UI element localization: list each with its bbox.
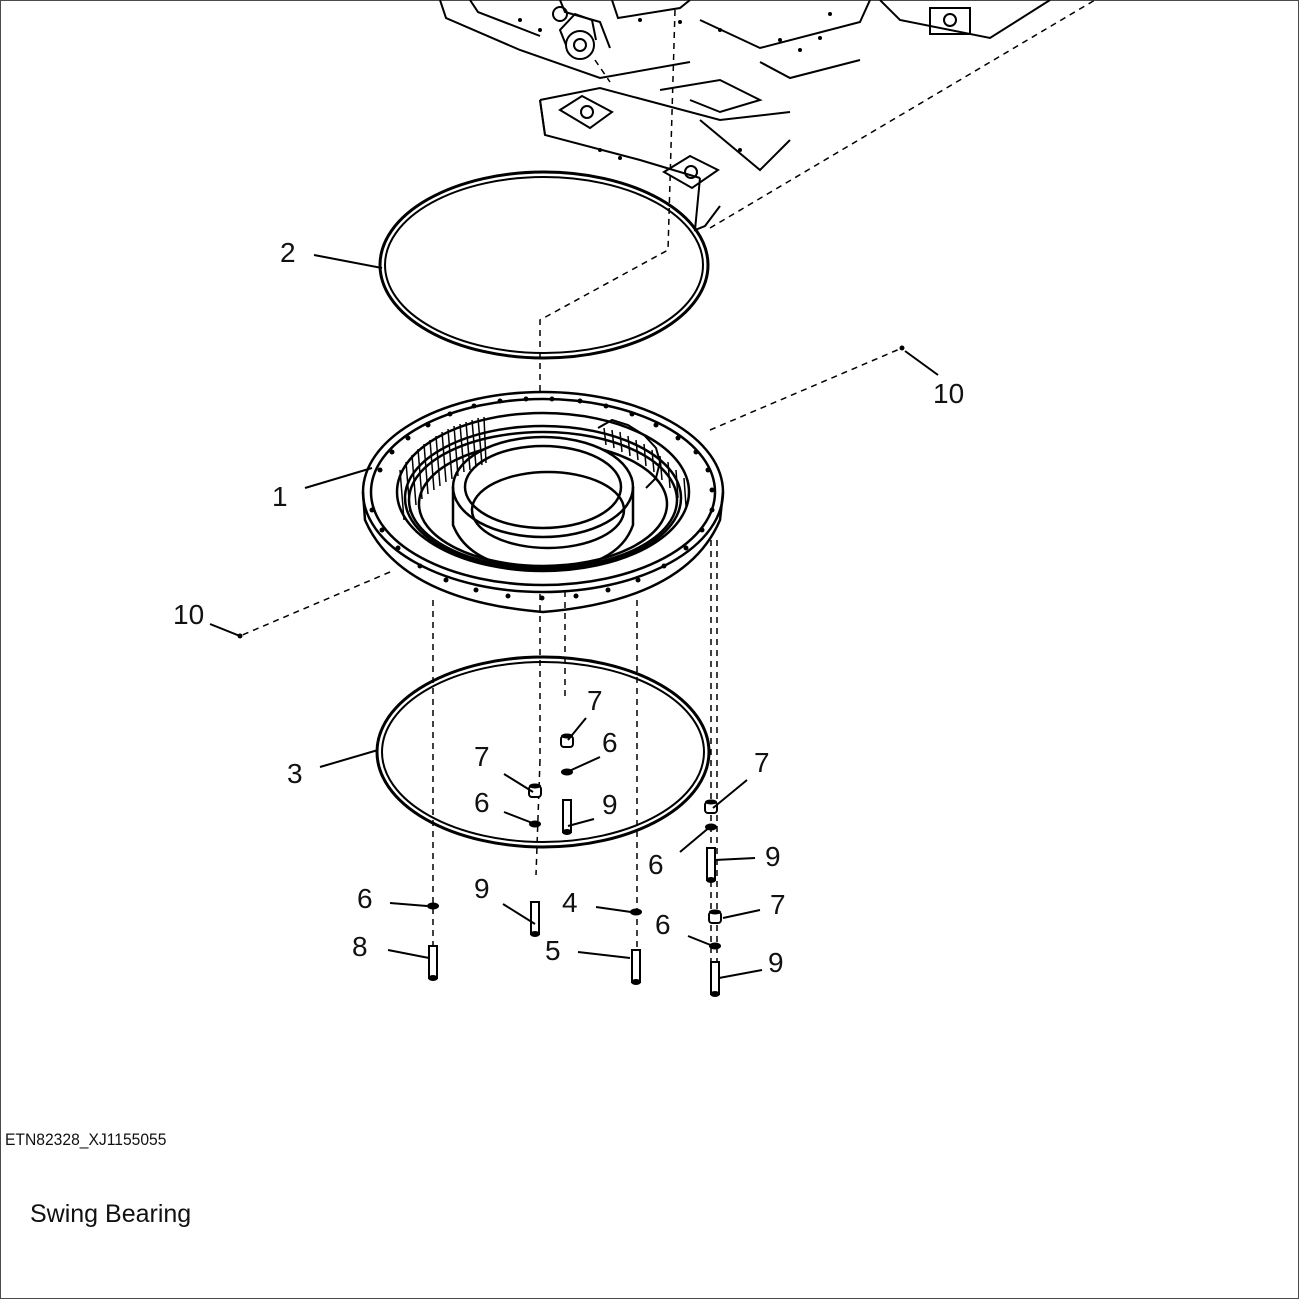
callout-1: 1 <box>272 481 288 512</box>
grease-fitting-10a <box>899 345 905 351</box>
bolt-8 <box>427 945 439 982</box>
bolt-9c <box>705 847 717 884</box>
callout-9-d: 9 <box>768 947 784 978</box>
washer-6e <box>427 902 439 910</box>
callout-7-c: 7 <box>754 747 770 778</box>
callout-5: 5 <box>545 935 561 966</box>
upper-seal-ring <box>378 170 710 360</box>
callout-6-d: 6 <box>357 883 373 914</box>
callout-7-d: 7 <box>770 889 786 920</box>
callout-6-c: 6 <box>648 849 664 880</box>
lower-seal-ring <box>375 655 711 849</box>
figure-caption: Swing Bearing <box>30 1200 192 1228</box>
figure-reference-id: ETN82328_XJ1155055 <box>5 1130 167 1149</box>
callout-9-a: 9 <box>602 789 618 820</box>
bolt-5 <box>630 949 642 986</box>
callout-4: 4 <box>562 887 578 918</box>
callout-6-e: 6 <box>655 909 671 940</box>
bolt-9a <box>561 799 573 836</box>
callout-6-b: 6 <box>474 787 490 818</box>
swing-bearing <box>361 390 725 614</box>
nut-7d <box>708 908 722 924</box>
washer-4 <box>630 908 642 916</box>
callout-7-a: 7 <box>587 685 603 716</box>
callout-labels: 2 10 1 10 7 6 3 7 6 9 7 6 9 6 9 4 7 8 5 … <box>173 237 964 978</box>
callout-8: 8 <box>352 931 368 962</box>
callout-9-c: 9 <box>474 873 490 904</box>
callout-2: 2 <box>280 237 296 268</box>
callout-10-lower: 10 <box>173 599 204 630</box>
upper-frame <box>439 0 1051 232</box>
callout-3: 3 <box>287 758 303 789</box>
callout-6-a: 6 <box>602 727 618 758</box>
leader-lines <box>209 254 939 979</box>
bolt-9d <box>709 961 721 998</box>
bolt-9b <box>529 901 541 938</box>
callout-10-upper: 10 <box>933 378 964 409</box>
callout-7-b: 7 <box>474 741 490 772</box>
callout-9-b: 9 <box>765 841 781 872</box>
